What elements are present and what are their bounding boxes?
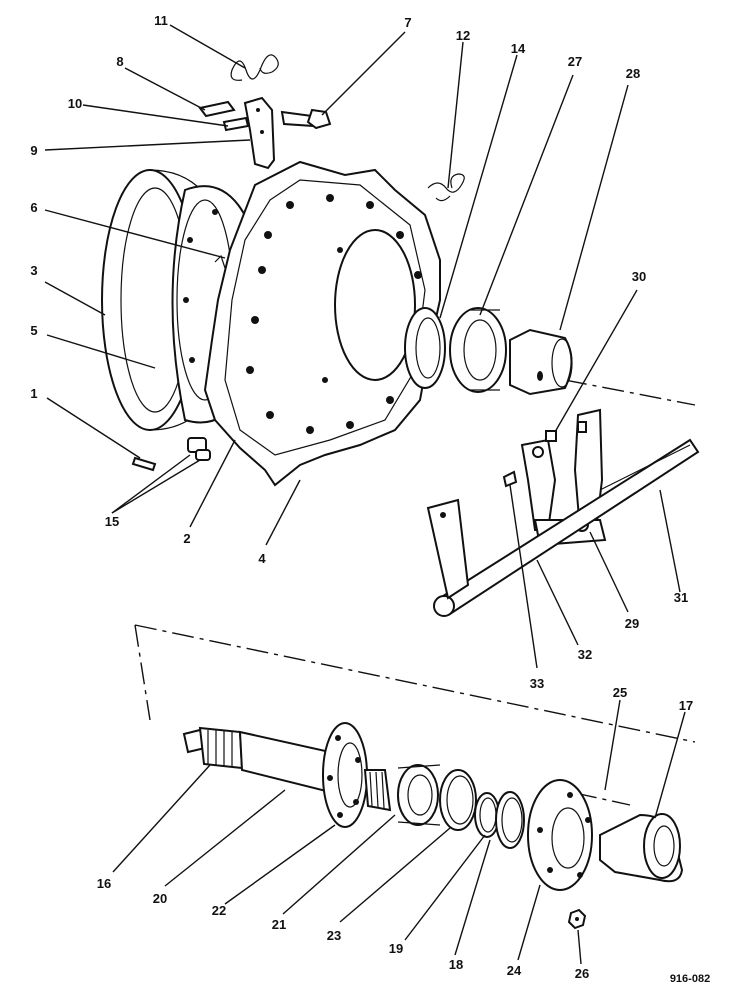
callout-numbers: 1 2 3 4 5 6 7 8 9 10 11 12 14 15 16 17 1… — [30, 13, 710, 985]
callout-29: 29 — [625, 616, 639, 631]
release-lever — [243, 96, 276, 170]
circlip-18 — [495, 791, 525, 849]
snap-ring-23 — [439, 769, 477, 831]
callout-9: 9 — [30, 143, 37, 158]
callout-7: 7 — [404, 15, 411, 30]
clutch-cover — [203, 160, 441, 487]
callout-8: 8 — [116, 54, 123, 69]
callout-2: 2 — [183, 531, 190, 546]
spring-clip — [230, 54, 279, 81]
bearing-housing — [527, 779, 593, 891]
callout-26: 26 — [575, 966, 589, 981]
callout-19: 19 — [389, 941, 403, 956]
callout-5: 5 — [30, 323, 37, 338]
callout-31: 31 — [674, 590, 688, 605]
callout-23: 23 — [327, 928, 341, 943]
callout-24: 24 — [507, 963, 522, 978]
bearing-sleeve — [509, 328, 573, 396]
input-shaft — [182, 726, 331, 794]
callout-21: 21 — [272, 917, 286, 932]
drawing-code: 916-082 — [670, 973, 710, 985]
pivot-pin — [222, 116, 250, 132]
callout-6: 6 — [30, 200, 37, 215]
fork-key — [502, 470, 518, 488]
callout-33: 33 — [530, 676, 544, 691]
callout-17: 17 — [679, 698, 693, 713]
callout-25: 25 — [613, 685, 627, 700]
callout-1: 1 — [30, 386, 37, 401]
retaining-spring — [427, 173, 465, 202]
callout-10: 10 — [68, 96, 82, 111]
callout-12: 12 — [456, 28, 470, 43]
retainer-plate — [198, 100, 236, 118]
leader-lines — [44, 24, 686, 965]
callout-22: 22 — [212, 903, 226, 918]
callout-30: 30 — [632, 269, 646, 284]
cross-shaft — [426, 438, 700, 617]
shaft-bearing — [363, 764, 441, 826]
center-line-flange — [574, 792, 631, 806]
release-bearing — [449, 307, 507, 393]
hex-nut — [567, 908, 587, 930]
shaft-flange — [322, 722, 368, 828]
callout-28: 28 — [626, 66, 640, 81]
center-line-left-drop — [134, 624, 151, 721]
callout-11: 11 — [154, 13, 168, 28]
callout-20: 20 — [153, 891, 167, 906]
callout-16: 16 — [97, 876, 111, 891]
coupling — [599, 813, 684, 883]
pin — [131, 456, 157, 472]
callout-27: 27 — [568, 54, 582, 69]
callout-18: 18 — [449, 957, 463, 972]
callout-14: 14 — [511, 41, 526, 56]
release-bearing-carrier — [404, 307, 446, 389]
callout-32: 32 — [578, 647, 592, 662]
adjusting-nut — [280, 108, 332, 130]
callout-4: 4 — [258, 551, 266, 566]
callout-15: 15 — [105, 514, 119, 529]
callout-3: 3 — [30, 263, 37, 278]
dowel-bushes — [187, 437, 211, 461]
center-line-lower — [134, 624, 696, 743]
center-line-upper — [564, 379, 696, 406]
